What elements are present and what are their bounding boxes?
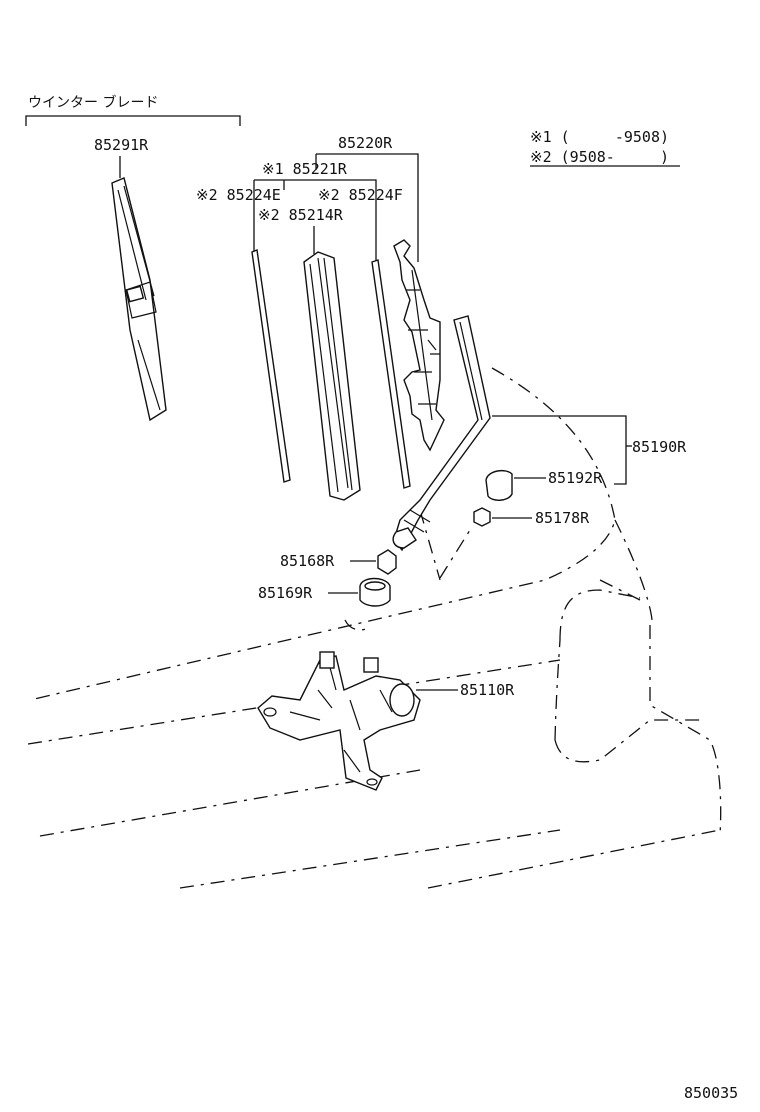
wiper-motor-85110R: 85110R — [257, 651, 515, 791]
winter-blade-group: ウインター ブレード — [25, 94, 241, 126]
vehicle-body-outline — [27, 367, 722, 889]
label-85192R: 85192R — [548, 469, 603, 487]
cap-85192R: 85192R — [485, 469, 603, 501]
label-85221R: ※1 85221R — [262, 160, 348, 178]
winter-blade-label: ウインター ブレード — [28, 94, 158, 111]
grommet-85169R: 85169R — [258, 577, 391, 607]
label-85224F: ※2 85224F — [318, 186, 403, 204]
label-85168R: 85168R — [280, 552, 335, 570]
nut-85178R: 85178R — [473, 507, 590, 527]
nut-85168R: 85168R — [280, 549, 397, 575]
label-85214R: ※2 85214R — [258, 206, 344, 224]
figure-number: 850035 — [684, 1084, 738, 1102]
label-85291R: 85291R — [94, 136, 149, 154]
note-1: ※1 ( -9508) — [530, 128, 669, 146]
wiper-blade-assembly-85220R: 85220R ※1 85221R ※2 85224E ※2 85224F ※2 … — [196, 134, 419, 262]
note-2: ※2 (9508- ) — [530, 148, 669, 166]
label-85178R: 85178R — [535, 509, 590, 527]
rubber-strip-85224E — [251, 249, 291, 483]
label-85169R: 85169R — [258, 584, 313, 602]
label-85190R: 85190R — [632, 438, 687, 456]
winter-wiper-blade-85291R: 85291R — [94, 136, 167, 422]
winter-blade-bracket — [25, 115, 241, 126]
rubber-strip-85224F — [371, 259, 411, 489]
blade-rubber-85214R — [303, 251, 361, 501]
blade-frame-85220R — [393, 239, 445, 452]
wiper-arm-85190R: 85190R — [392, 315, 687, 552]
label-85220R: 85220R — [338, 134, 393, 152]
label-85224E: ※2 85224E — [196, 186, 281, 204]
label-85110R: 85110R — [460, 681, 515, 699]
